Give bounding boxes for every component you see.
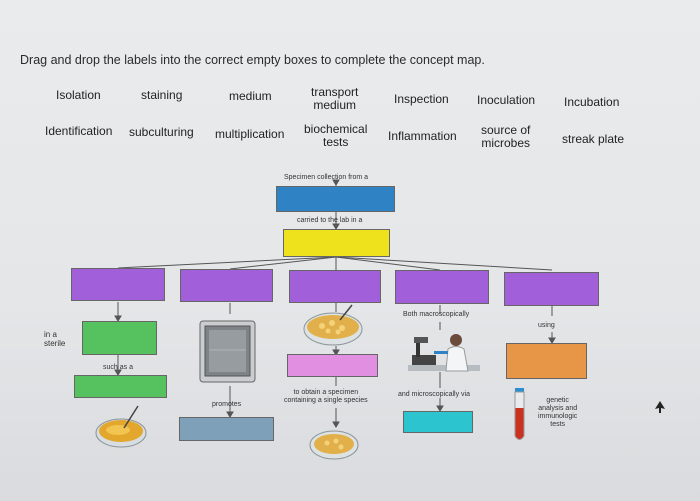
caption-sterile: sterile — [44, 339, 66, 348]
microscope-scientist-icon — [408, 334, 480, 372]
label-transport-line2: medium — [313, 98, 357, 112]
label-inflammation[interactable]: Inflammation — [388, 129, 457, 143]
caption-such-as-a: such as a — [103, 364, 133, 371]
caption-to-obtain-specimen: to obtain a specimen containing a single… — [284, 389, 368, 405]
drop-box-pink[interactable] — [287, 354, 378, 377]
caption-using: using — [538, 322, 555, 329]
label-biochemical-line1: biochemical — [304, 122, 368, 136]
caption-carried-to-lab: carried to the lab in a — [297, 217, 363, 224]
label-subculturing[interactable]: subculturing — [129, 125, 194, 139]
caption-genetic-line3: immunologic — [538, 413, 578, 420]
label-streak-plate[interactable]: streak plate — [562, 132, 625, 146]
label-transport-medium[interactable]: transport medium — [311, 86, 358, 112]
drop-box-transport[interactable] — [283, 229, 390, 257]
petri-dish-colonies-icon — [303, 304, 363, 346]
caption-genetic-line1: genetic — [546, 397, 569, 404]
drop-box-green-such-as[interactable] — [74, 375, 167, 398]
caption-specimen-collection: Specimen collection from a — [284, 174, 369, 181]
label-biochemical-tests[interactable]: biochemical tests — [304, 123, 367, 149]
drop-box-purple-5[interactable] — [504, 272, 599, 306]
label-source-line2: microbes — [481, 136, 531, 150]
label-isolation[interactable]: Isolation — [56, 88, 101, 102]
caption-in-a: in a — [44, 330, 57, 339]
incubator-icon — [199, 320, 256, 383]
drop-box-teal[interactable] — [403, 411, 473, 433]
label-biochemical-line2: tests — [323, 135, 349, 149]
drop-box-specimen-source[interactable] — [276, 186, 395, 212]
label-incubation[interactable]: Incubation — [564, 95, 620, 109]
caption-both-macroscopically: Both macroscopically — [403, 311, 470, 318]
caption-and-microscopically: and microscopically via — [398, 391, 470, 398]
test-tube-icon — [514, 388, 525, 440]
drop-box-orange[interactable] — [506, 343, 587, 379]
caption-genetic-analysis: genetic analysis and immunologic tests — [538, 397, 577, 429]
label-inoculation[interactable]: Inoculation — [477, 93, 536, 107]
caption-genetic-line2: analysis and — [538, 405, 578, 412]
drop-box-purple-2[interactable] — [180, 269, 273, 302]
label-staining[interactable]: staining — [141, 88, 183, 102]
caption-to-obtain-line1: to obtain a specimen — [293, 389, 359, 396]
drop-box-steel[interactable] — [179, 417, 274, 441]
drop-box-purple-3[interactable] — [289, 270, 381, 303]
cursor-icon — [655, 401, 665, 413]
label-medium[interactable]: medium — [229, 89, 272, 103]
caption-promotes: promotes — [212, 401, 242, 408]
label-source-of-microbes[interactable]: source of microbes — [481, 124, 530, 150]
label-transport-line1: transport — [311, 85, 359, 99]
label-source-line1: source of — [481, 123, 531, 137]
label-multiplication[interactable]: multiplication — [215, 127, 285, 141]
caption-to-obtain-line2: containing a single species — [284, 397, 368, 404]
petri-dish-streak-icon — [95, 405, 147, 448]
drop-box-purple-4[interactable] — [395, 270, 489, 304]
instruction-text: Drag and drop the labels into the correc… — [20, 53, 485, 67]
caption-in-a-sterile: in a sterile — [44, 330, 65, 348]
drop-box-green-sterile[interactable] — [82, 321, 157, 355]
label-inspection[interactable]: Inspection — [394, 92, 449, 106]
drop-box-purple-1[interactable] — [71, 268, 165, 301]
petri-dish-icon — [309, 430, 359, 460]
label-identification[interactable]: Identification — [45, 124, 113, 138]
caption-genetic-line4: tests — [550, 421, 566, 428]
